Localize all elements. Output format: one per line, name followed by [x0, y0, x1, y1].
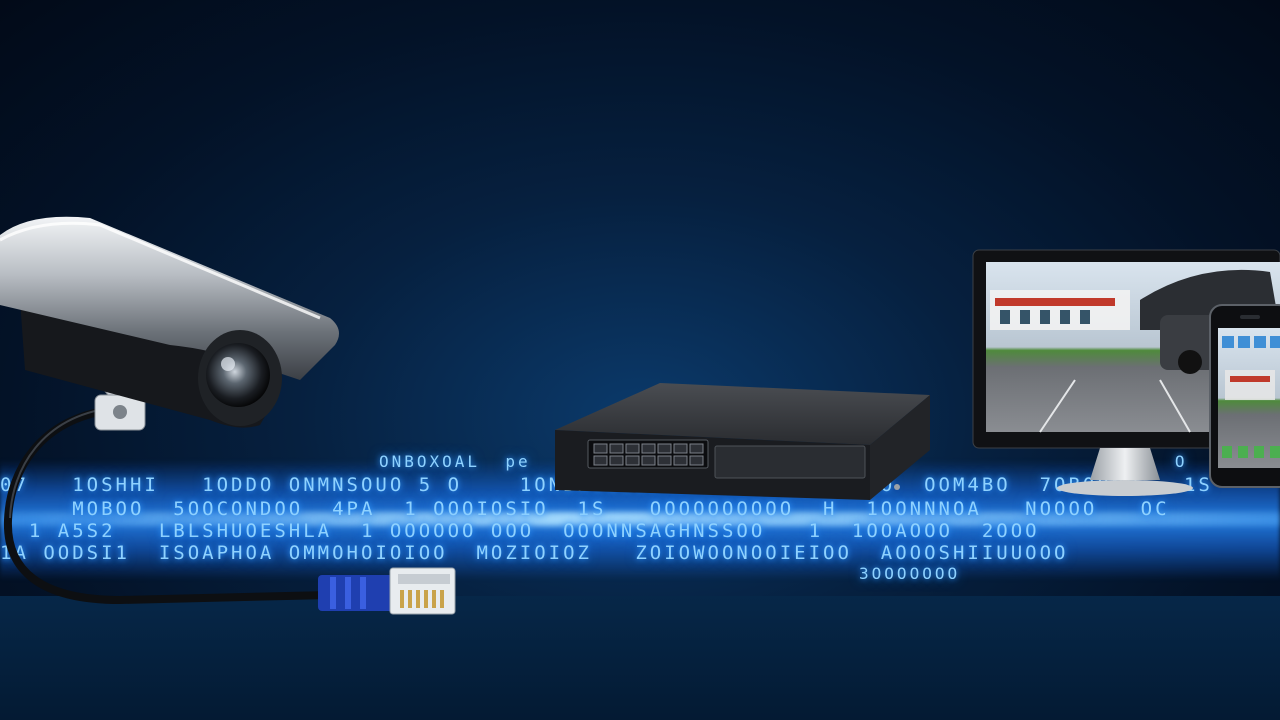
camera-lens: [206, 343, 270, 407]
code-row-4: 1 A5S2 LBLSHUOESHLA 1 OOOOOO OOO OOONNSA…: [0, 520, 1040, 542]
data-stream-core: [0, 512, 1280, 526]
monitor-base: [1057, 480, 1193, 496]
code-row-3: MOBOO 5OOCONDOO 4PA 1 OOOIOSIO 1S OOOOOO…: [0, 498, 1170, 520]
security-camera: [0, 216, 339, 431]
switch-panel: [714, 445, 866, 479]
code-row-6: 3OOOOOOO: [0, 564, 961, 583]
cable-boot: [318, 575, 393, 611]
network-cable: [3, 406, 456, 615]
monitor-stand: [1090, 448, 1160, 480]
code-row-5: 1A OODSI1 ISOAPHOA OMMOHOIOIOO MOZIOIOZ …: [0, 542, 1069, 564]
floor-shadow: [0, 596, 1280, 720]
network-switch: [555, 383, 930, 500]
smartphone: [1209, 304, 1280, 488]
